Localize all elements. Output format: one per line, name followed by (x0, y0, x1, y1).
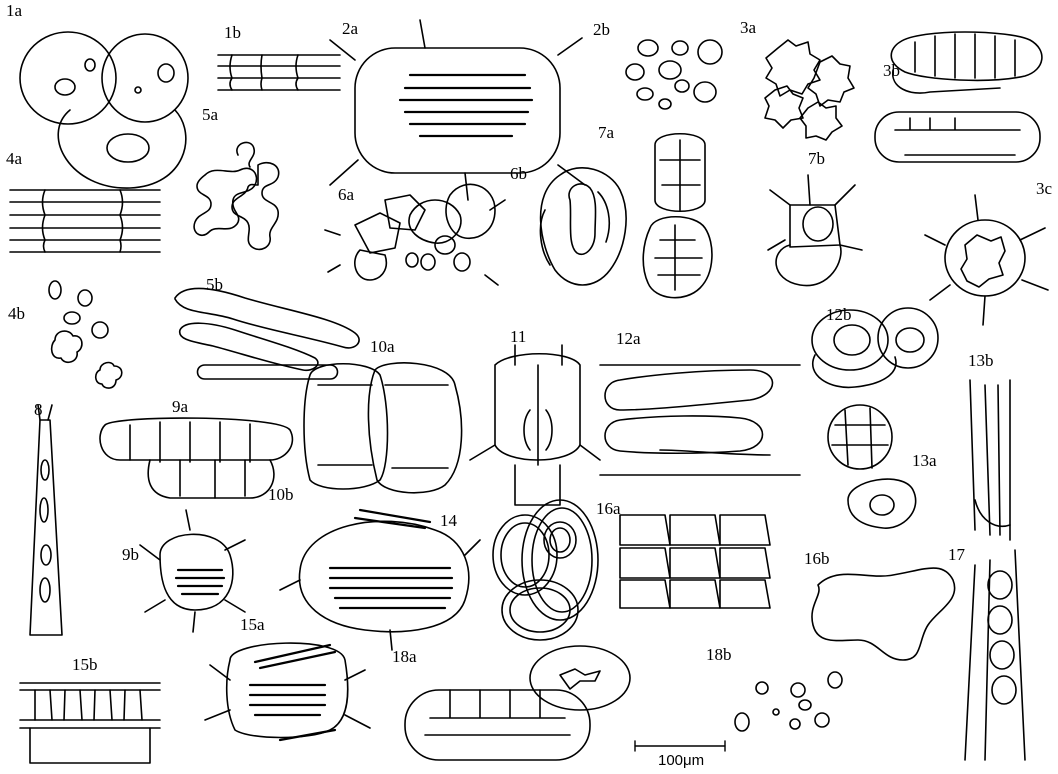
scale-bar-line (635, 741, 725, 751)
figure-7a-drawing (643, 134, 712, 298)
label-6b: 6b (510, 165, 527, 182)
label-4b: 4b (8, 305, 25, 322)
label-14: 14 (440, 512, 457, 529)
figure-3c-drawing (925, 195, 1048, 325)
figure-18b-drawing (735, 672, 842, 731)
label-9b: 9b (122, 546, 139, 563)
figure-3a-drawing (765, 40, 854, 140)
figure-9a-drawing (100, 418, 292, 498)
label-13b: 13b (968, 352, 994, 369)
figure-15a-drawing (205, 643, 370, 740)
figure-12a-drawing (600, 365, 800, 475)
label-12a: 12a (616, 330, 641, 347)
label-5a: 5a (202, 106, 218, 123)
figure-10a-drawing (304, 363, 462, 493)
label-1a: 1a (6, 2, 22, 19)
label-13a: 13a (912, 452, 937, 469)
label-7b: 7b (808, 150, 825, 167)
label-5b: 5b (206, 276, 223, 293)
label-11: 11 (510, 328, 526, 345)
label-16a: 16a (596, 500, 621, 517)
label-10b: 10b (268, 486, 294, 503)
label-3c: 3c (1036, 180, 1052, 197)
figure-16a-drawing (620, 515, 770, 608)
label-12b: 12b (826, 306, 852, 323)
figure-4b-drawing (49, 281, 122, 388)
figure-7b-drawing (768, 175, 862, 286)
label-15a: 15a (240, 616, 265, 633)
scale-bar-label: 100μm (658, 752, 704, 769)
figure-3b-drawing (875, 32, 1042, 162)
label-4a: 4a (6, 150, 22, 167)
figure-13a-drawing (828, 405, 916, 528)
label-2b: 2b (593, 21, 610, 38)
figure-18a-drawing (405, 646, 630, 760)
label-18a: 18a (392, 648, 417, 665)
figure-14-drawing (493, 500, 598, 640)
figure-1b-drawing (218, 55, 340, 90)
figure-6b-drawing (540, 168, 626, 285)
label-7a: 7a (598, 124, 614, 141)
figure-13b-drawing (970, 380, 1010, 540)
label-8: 8 (34, 401, 43, 418)
figure-4a-drawing (10, 190, 160, 252)
label-16b: 16b (804, 550, 830, 567)
figure-11-drawing (470, 345, 600, 505)
label-17: 17 (948, 546, 965, 563)
figure-16b-drawing (812, 568, 955, 660)
figure-5b-drawing (175, 289, 359, 379)
label-10a: 10a (370, 338, 395, 355)
label-2a: 2a (342, 20, 358, 37)
figure-9b-drawing (140, 510, 245, 632)
label-6a: 6a (338, 186, 354, 203)
label-18b: 18b (706, 646, 732, 663)
label-15b: 15b (72, 656, 98, 673)
figure-1a-drawing (20, 32, 188, 188)
label-1b: 1b (224, 24, 241, 41)
figure-8-drawing (30, 405, 62, 635)
figure-5a-drawing (194, 142, 279, 249)
figure-15b-drawing (20, 683, 160, 763)
label-3a: 3a (740, 19, 756, 36)
figure-10b-drawing (280, 510, 480, 650)
figure-2a-drawing (330, 20, 585, 200)
figure-17-drawing (965, 550, 1025, 760)
label-3b: 3b (883, 62, 900, 79)
label-9a: 9a (172, 398, 188, 415)
figure-2b-drawing (626, 40, 722, 109)
